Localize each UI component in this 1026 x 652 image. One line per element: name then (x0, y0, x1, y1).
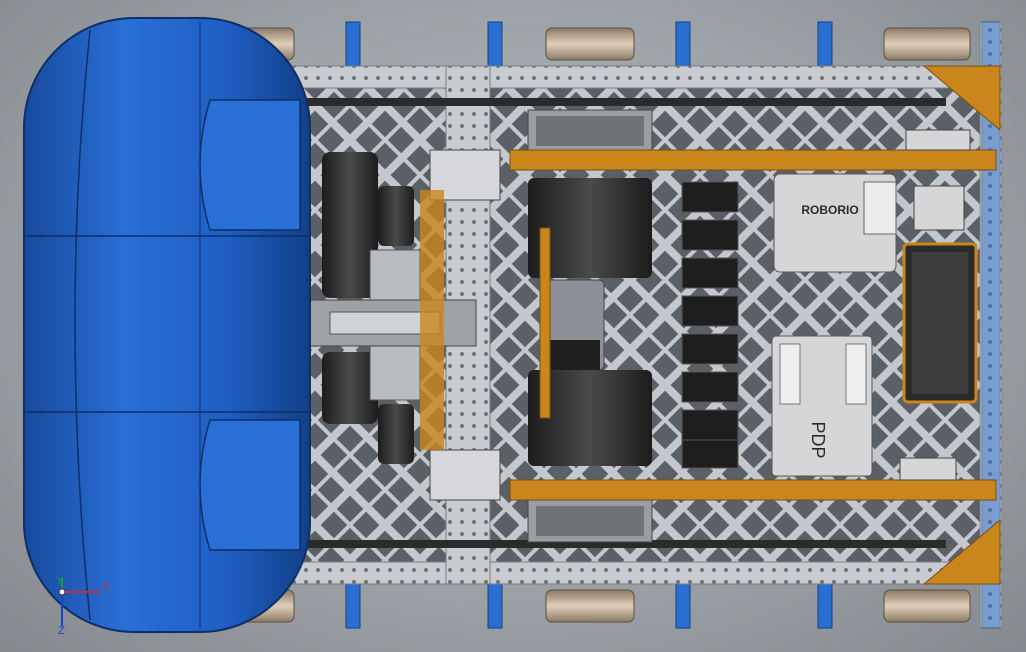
drive-belts (286, 98, 946, 548)
gearbox-top (527, 109, 653, 153)
intake-motors (322, 152, 414, 464)
roborio: ROBORIO (773, 173, 897, 273)
power-distribution-panel: PDP (771, 335, 873, 477)
speed-controllers (681, 181, 739, 469)
corner-gussets (922, 65, 1001, 585)
pdp-label: PDP (808, 421, 828, 458)
drive-motors (528, 178, 652, 466)
axis-x-label: X (102, 581, 110, 593)
axis-y-label: Y (56, 575, 64, 587)
battery (902, 242, 978, 404)
orange-bars (509, 149, 997, 501)
roborio-label: ROBORIO (801, 203, 858, 217)
gearbox-bottom (527, 499, 653, 543)
blue-bumper (23, 17, 311, 633)
radio-module (899, 129, 971, 481)
axis-z-label: Z (58, 625, 65, 637)
axis-triad[interactable]: X Y Z (56, 575, 110, 637)
